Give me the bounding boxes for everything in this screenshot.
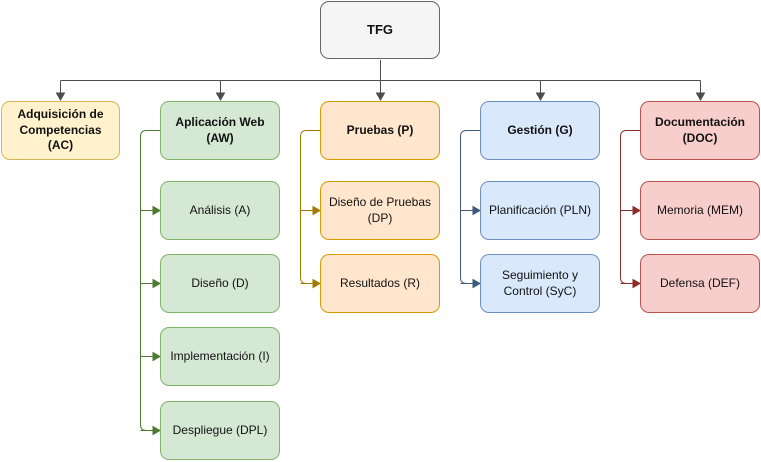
node-label: Resultados (R)	[339, 275, 421, 290]
root-node-tfg: TFG	[320, 1, 440, 59]
leaf-node-diseno: Diseño (D)	[160, 254, 280, 313]
child-arrowhead	[312, 205, 322, 216]
branch-arrowhead	[55, 92, 66, 102]
node-label: Diseño (D)	[191, 275, 249, 290]
leaf-node-memoria: Memoria (MEM)	[640, 181, 760, 240]
node-label: Memoria (MEM)	[657, 202, 743, 217]
child-arrowhead	[152, 205, 162, 216]
node-label: Seguimiento y Control (SyC)	[501, 267, 579, 298]
node-label: Adquisición de Competencias (AC)	[17, 107, 104, 153]
child-arrowhead	[152, 278, 162, 289]
child-arrowhead	[312, 278, 322, 289]
node-label: TFG	[367, 21, 393, 37]
leaf-node-defensa: Defensa (DEF)	[640, 254, 760, 313]
node-label: Aplicación Web (AW)	[175, 114, 265, 145]
branch-arrowhead	[375, 92, 386, 102]
leaf-node-despliegue: Despliegue (DPL)	[160, 401, 280, 460]
node-label: Diseño de Pruebas (DP)	[328, 194, 432, 225]
branch-node-aw: Aplicación Web (AW)	[160, 101, 280, 160]
child-arrowhead	[632, 205, 642, 216]
child-arrowhead	[472, 205, 482, 216]
node-label: Implementación (I)	[170, 348, 270, 363]
child-spine-line	[620, 130, 640, 284]
node-label: Documentación (DOC)	[654, 114, 745, 145]
branch-arrowhead	[215, 92, 226, 102]
leaf-node-analisis: Análisis (A)	[160, 181, 280, 240]
node-label: Despliegue (DPL)	[172, 422, 268, 437]
leaf-node-planificacion: Planificación (PLN)	[480, 181, 600, 240]
child-spine-line	[300, 130, 320, 284]
branch-node-ac: Adquisición de Competencias (AC)	[1, 101, 120, 160]
leaf-node-seguimiento: Seguimiento y Control (SyC)	[480, 254, 600, 313]
node-label: Pruebas (P)	[346, 122, 414, 137]
node-label: Gestión (G)	[507, 122, 573, 137]
child-arrowhead	[152, 425, 162, 436]
leaf-node-diseno-pruebas: Diseño de Pruebas (DP)	[320, 181, 440, 240]
child-arrowhead	[152, 351, 162, 362]
node-label: Defensa (DEF)	[659, 275, 741, 290]
branch-node-p: Pruebas (P)	[320, 101, 440, 160]
child-spine-line	[460, 130, 480, 284]
node-label: Planificación (PLN)	[488, 202, 592, 217]
branch-node-doc: Documentación (DOC)	[640, 101, 760, 160]
branch-arrowhead	[695, 92, 706, 102]
leaf-node-resultados: Resultados (R)	[320, 254, 440, 313]
child-arrowhead	[632, 278, 642, 289]
child-spine-line	[140, 130, 160, 431]
branch-arrowhead	[535, 92, 546, 102]
child-arrowhead	[472, 278, 482, 289]
leaf-node-implementacion: Implementación (I)	[160, 327, 280, 386]
node-label: Análisis (A)	[189, 202, 251, 217]
branch-node-g: Gestión (G)	[480, 101, 600, 160]
